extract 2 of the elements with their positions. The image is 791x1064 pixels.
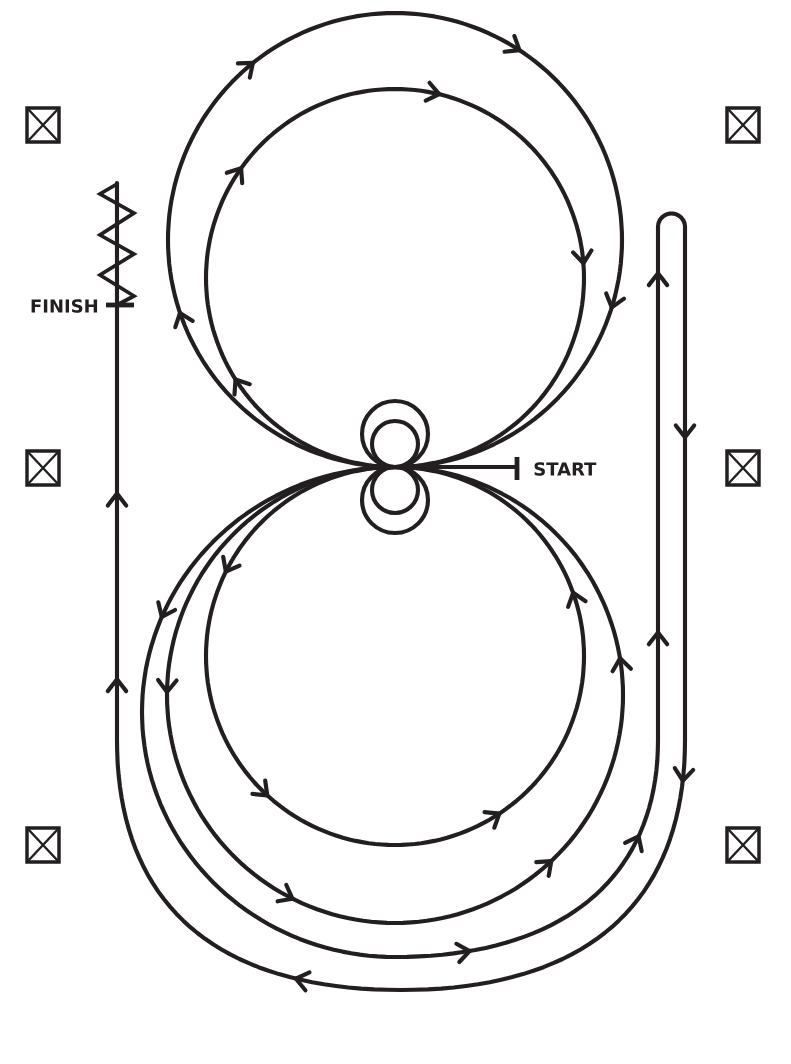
- text-label: START: [534, 462, 597, 476]
- text-label: FINISH: [31, 299, 98, 313]
